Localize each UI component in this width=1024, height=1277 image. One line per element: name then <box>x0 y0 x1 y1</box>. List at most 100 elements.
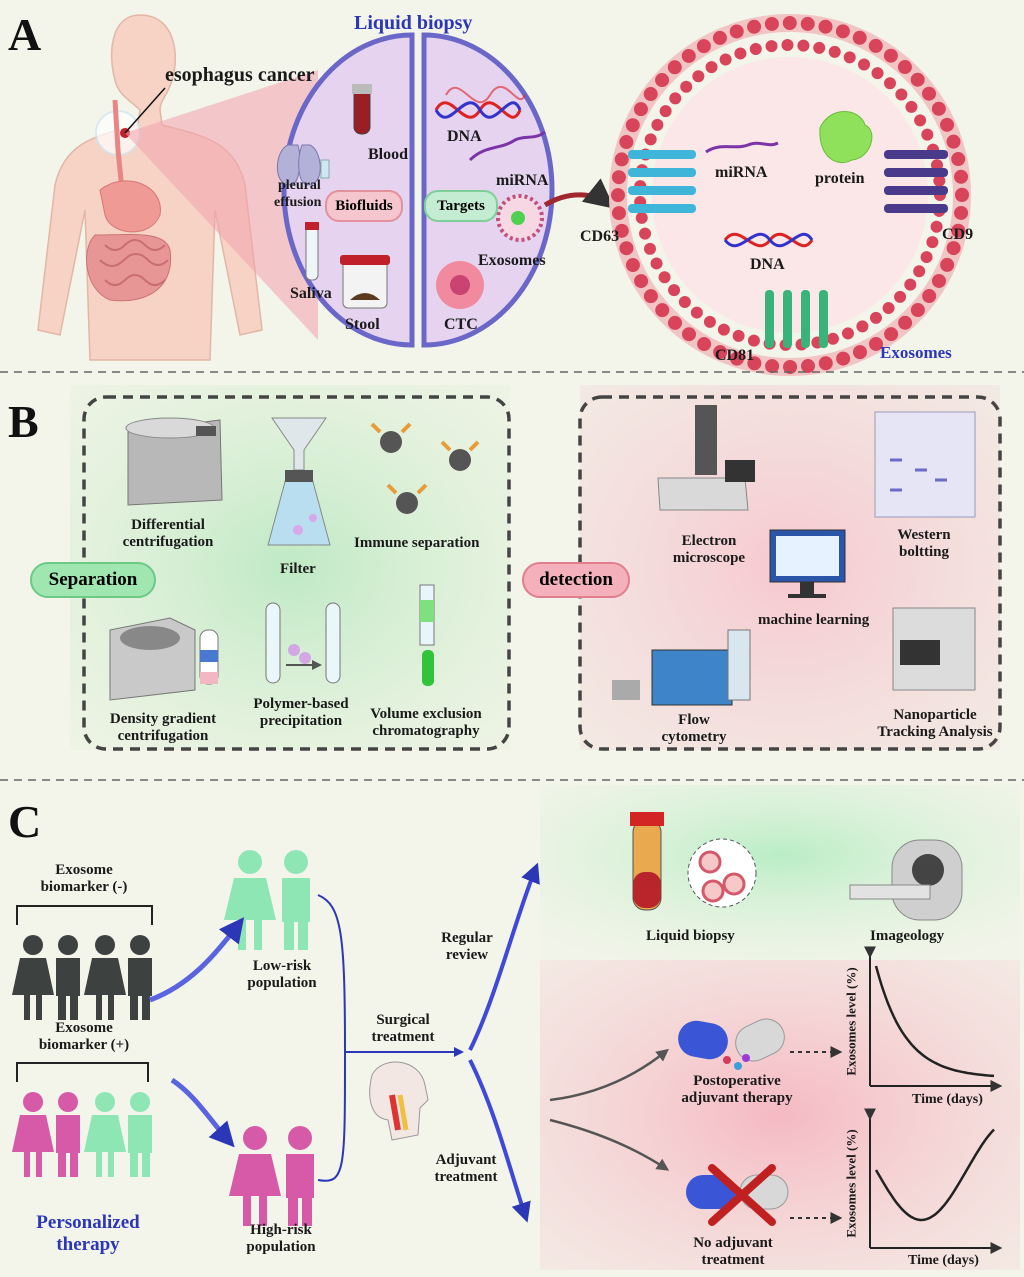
exosome-protein-label: protein <box>815 170 865 187</box>
machine-learning-computer-icon <box>769 529 846 598</box>
positive-bracket <box>16 1062 149 1082</box>
section-a <box>37 14 971 376</box>
chart1-xlabel: Time (days) <box>912 1092 983 1107</box>
adjuvant-pill-icon <box>678 1018 785 1070</box>
blood-label: Blood <box>368 146 409 163</box>
arrow-to-low-risk <box>149 917 245 1003</box>
nta-instrument-icon <box>892 607 976 691</box>
ctc-label: CTC <box>444 316 478 333</box>
liquid-biopsy-tube-icon <box>630 812 757 911</box>
stool-label: Stool <box>345 316 380 333</box>
panel-label-c: C <box>8 796 42 847</box>
surgery-head-icon <box>369 1061 429 1141</box>
saliva-tube-icon <box>305 222 319 281</box>
targets-pill: Targets <box>424 190 498 222</box>
curve-dip-rebound <box>874 1128 995 1222</box>
saliva-label: Saliva <box>290 285 332 302</box>
dna-label: DNA <box>447 128 482 145</box>
liquid-biopsy-c-label: Liquid biopsy <box>646 928 735 944</box>
imaging-scanner-icon <box>849 839 963 921</box>
mirna-strand-icon <box>468 130 546 162</box>
liquid-biopsy-title: Liquid biopsy <box>354 12 473 34</box>
zoom-cone <box>125 70 318 340</box>
low-risk-people-icon <box>224 850 310 950</box>
exosome-diagram <box>609 14 971 376</box>
exosome-dna-icon <box>723 232 814 248</box>
exosome-small-icon <box>496 194 544 242</box>
mirna-label: miRNA <box>496 172 549 189</box>
chart1-ylabel: Exosomes level (%) <box>843 967 859 1076</box>
chart-postoperative <box>864 946 1003 1092</box>
exosome-mirna-icon <box>705 141 779 154</box>
section-c <box>12 785 1020 1270</box>
electron-microscope-icon <box>657 405 755 511</box>
stool-jar-icon <box>340 255 390 309</box>
density-gradient-icon <box>109 617 219 701</box>
cd81-protein-icon <box>765 290 828 348</box>
cd81-label: CD81 <box>715 347 755 364</box>
merge-line <box>317 894 347 1182</box>
panel-label-b: B <box>8 396 39 447</box>
pleural-label-1: pleural <box>278 178 321 193</box>
arrow-to-high-risk <box>170 1077 235 1148</box>
positive-population-people-icon <box>12 1092 152 1177</box>
exosomes-title: Exosomes <box>880 343 952 362</box>
differential-centrifuge-icon <box>125 417 223 506</box>
chromatography-column-icon <box>419 584 435 686</box>
curve-decay <box>874 965 995 1078</box>
section-b <box>70 385 1002 751</box>
ctc-cell-icon <box>436 261 484 309</box>
pleural-label-2: effusion <box>274 195 322 210</box>
arrow-no-adjuvant <box>549 1118 670 1171</box>
chart-no-adjuvant <box>864 1108 1003 1254</box>
cd63-label: CD63 <box>580 228 620 245</box>
flow-cytometer-icon <box>612 629 751 706</box>
machine-learning-label: machine learning <box>758 612 870 628</box>
filter-label: Filter <box>280 561 316 577</box>
esophagus-cancer-label: esophagus cancer <box>165 64 315 86</box>
lungs-icon <box>276 144 330 186</box>
panel-label-a: A <box>8 9 42 60</box>
zoom-arrow <box>543 178 615 209</box>
western-blot-icon <box>874 411 976 518</box>
blood-tube-icon <box>352 84 372 135</box>
biofluids-pill: Biofluids <box>325 190 403 222</box>
imageology-label: Imageology <box>870 928 945 944</box>
immune-separation-label: Immune separation <box>354 535 480 551</box>
dna-strand-icon <box>434 86 526 119</box>
detection-pill: detection <box>522 562 630 598</box>
cd9-label: CD9 <box>942 226 974 243</box>
negative-population-people-icon <box>12 935 152 1020</box>
no-adjuvant-pill-icon <box>686 1164 789 1226</box>
immune-beads-icon <box>370 422 480 514</box>
filter-flask-icon <box>267 417 331 546</box>
arrow-adjuvant <box>468 1059 531 1223</box>
exosomes-small-label: Exosomes <box>478 252 546 269</box>
arrow-regular-review <box>468 862 540 1051</box>
cross-icon <box>708 1164 776 1226</box>
cd63-protein-icon <box>628 150 696 213</box>
arrow-postoperative <box>549 1048 669 1102</box>
high-risk-people-icon <box>229 1126 314 1226</box>
cd9-protein-icon <box>884 150 948 213</box>
negative-bracket <box>16 905 153 925</box>
exosome-protein-icon <box>819 111 873 164</box>
